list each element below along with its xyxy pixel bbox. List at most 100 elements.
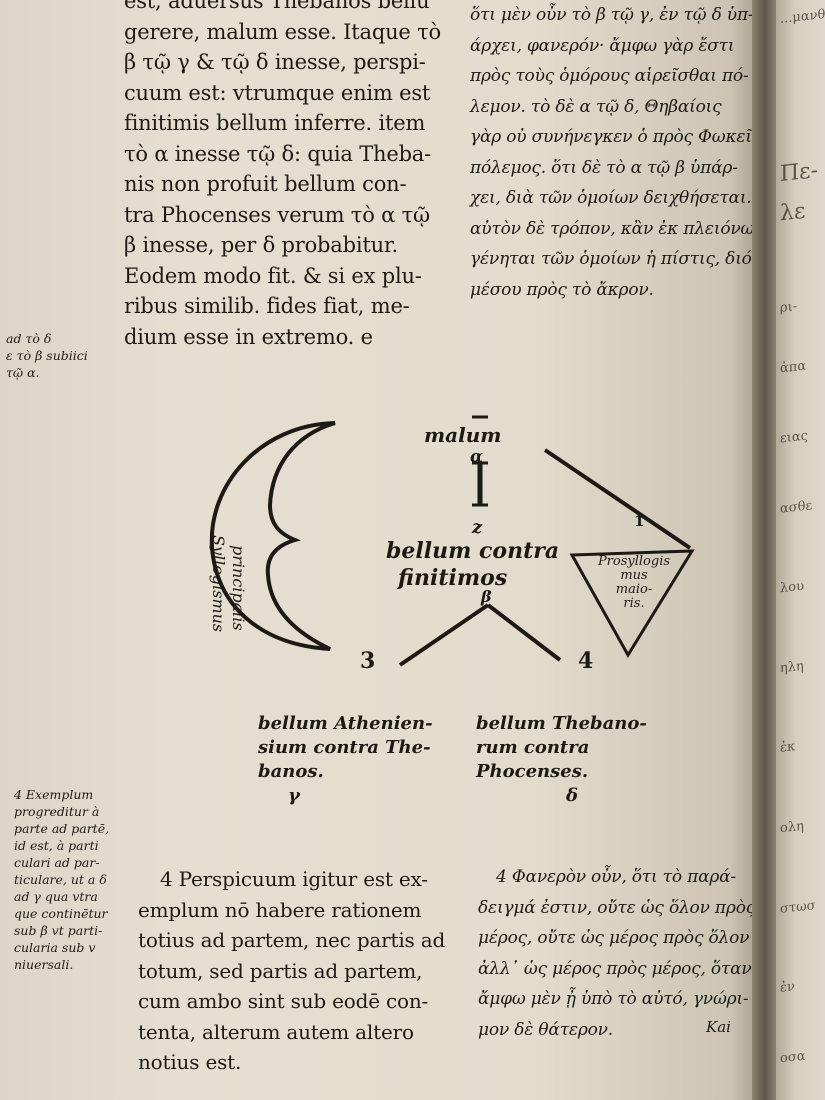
text-line: μέρος, οὔτε ὡς μέρος πρὸς ὅλον: [478, 928, 750, 948]
margin-note-top: ad τὸ δ ε τὸ β subiici τῷ α.: [6, 330, 88, 381]
text-line: 4 Exemplum: [14, 787, 94, 802]
text-line: sub β vt parti-: [14, 923, 103, 938]
text-line: οσα: [780, 1048, 806, 1067]
label-center-1: bellum contra: [386, 538, 560, 564]
catchword: Kai: [706, 1018, 731, 1036]
text-line: Phocenses.: [476, 761, 589, 782]
greek-text-bottom: 4 Φανερὸν οὖν, ὅτι τὸ παρά- δειγμά ἐστιν…: [478, 862, 755, 1045]
label-malum: malum: [424, 423, 502, 447]
label-triangle-num: 1: [634, 512, 645, 530]
text-line: totius ad partem, nec partis ad: [138, 928, 446, 952]
label-num-3: 3: [360, 648, 376, 674]
latin-text-top: est, aduersus Thebanos bellū gerere, mal…: [124, 0, 441, 352]
text-line: Πε-: [780, 158, 819, 187]
wedge-right: [486, 603, 562, 662]
text-line: notius est.: [138, 1050, 242, 1074]
text-line: tenta, alterum autem altero: [138, 1019, 414, 1044]
crescent-line-1: Syllogismus: [209, 535, 228, 633]
diagram-lines: [209, 415, 695, 667]
text-line: ἐν: [780, 979, 795, 996]
text-line: gerere, malum esse. Itaque τὸ: [124, 19, 441, 44]
text-line: αὐτὸν δὲ τρόπον, κἂν ἐκ πλειόνων: [470, 218, 765, 239]
text-line: niuersali.: [14, 957, 74, 972]
text-line: λου: [780, 578, 804, 597]
text-line: μον δὲ θάτερον.: [478, 1019, 613, 1040]
text-line: parte ad partē,: [14, 821, 110, 836]
book-page-right-edge: ...μανθάνω Πε- λε ρι- ἀπα ειας ασθε λου …: [776, 0, 825, 1100]
label-num-4: 4: [578, 648, 594, 674]
diagonal-line: [543, 448, 692, 550]
text-line: tra Phocenses verum τὸ α τῷ: [124, 202, 430, 227]
crescent-line-2: principalis: [229, 545, 248, 631]
text-line: bellum Thebano-: [476, 713, 647, 734]
triangle-line: mus: [620, 568, 648, 583]
text-line: cuum est: vtrumque enim est: [124, 80, 431, 105]
text-line: τὸ α inesse τῷ δ: quia Theba-: [124, 141, 432, 166]
text-line: άρχει, φανερόν· ἄμφω γὰρ ἔστι: [470, 35, 735, 56]
text-line: totum, sed partis ad partem,: [138, 958, 423, 983]
text-line: ...μανθάνω: [780, 4, 825, 27]
text-line: ἀλλ᾽ ὡς μέρος πρὸς μέρος, ὅταν: [478, 958, 752, 979]
crescent-shape: [209, 421, 336, 651]
text-line: ηλη: [780, 658, 804, 677]
text-line: ticulare, ut a δ: [14, 872, 107, 887]
text-line: γὰρ οὐ συνήνεγκεν ὁ πρὸς Φωκεῖς: [470, 127, 762, 147]
text-line: cularia sub v: [14, 940, 96, 955]
book-gutter: [752, 0, 780, 1100]
text-line: culari ad par-: [14, 855, 100, 870]
text-line: μέσου πρὸς τὸ ἄκρον.: [470, 279, 654, 300]
text-line: sium contra The-: [258, 737, 431, 758]
label-center-2: finitimos: [398, 565, 508, 591]
text-line: 4 Perspicuum igitur est ex-: [160, 867, 428, 891]
text-line: dium esse in extremo. e: [124, 324, 373, 349]
text-line: ὅτι μὲν οὖν τὸ β τῷ γ, ἐν τῷ δ ὑπ-: [470, 5, 754, 25]
triangle-line: Prosyllogis: [597, 554, 671, 569]
text-line: progreditur à: [14, 804, 100, 819]
text-line: ad τὸ δ: [6, 331, 52, 346]
crescent-text: Syllogismus principalis: [209, 471, 270, 632]
text-line: β inesse, per δ probabitur.: [124, 233, 398, 257]
triangle-text: Prosyllogis mus maio- ris.: [584, 555, 684, 611]
text-line: rum contra: [476, 737, 590, 758]
label-alpha: α: [470, 447, 484, 467]
text-line: ρι-: [780, 299, 798, 316]
text-line: ολη: [780, 818, 804, 837]
text-line: bellum Athenien-: [258, 713, 433, 734]
text-line: Eodem modo fit. & si ex plu-: [124, 263, 422, 288]
text-line: banos.: [258, 761, 324, 782]
text-line: ειας: [780, 428, 808, 447]
text-line: β τῷ γ & τῷ δ inesse, perspi-: [124, 50, 426, 74]
caption-athenians: bellum Athenien- sium contra The- banos.…: [258, 712, 433, 808]
text-line: δειγμά ἐστιν, οὔτε ὡς ὅλον πρὸς: [478, 897, 756, 918]
text-line: λε: [780, 198, 806, 227]
label-beta: β: [481, 587, 492, 606]
text-line: nis non profuit bellum con-: [124, 172, 407, 196]
text-line: δ: [566, 785, 579, 806]
text-line: χει, διὰ τῶν ὁμοίων δειχθήσεται.: [470, 188, 752, 208]
wedge-left: [398, 603, 490, 667]
text-line: est, aduersus Thebanos bellū: [124, 0, 430, 13]
text-line: λεμον. τὸ δὲ α τῷ δ, Θηβαίοις: [470, 96, 722, 117]
text-line: ἐκ: [780, 739, 796, 756]
text-line: πρὸς τοὺς ὁμόρους αἱρεῖσθαι πό-: [470, 66, 749, 86]
text-line: γένηται τῶν ὁμοίων ἡ πίστις, διότι τὸ: [470, 249, 792, 269]
latin-text-bottom: 4 Perspicuum igitur est ex- emplum nō ha…: [138, 864, 445, 1078]
book-page-left: est, aduersus Thebanos bellū gerere, mal…: [0, 0, 792, 1100]
text-line: ἄμφω μὲν ᾖ ὑπὸ τὸ αὐτό, γνώρι-: [478, 989, 749, 1009]
text-line: ἀπα: [780, 358, 807, 377]
text-line: γ: [288, 785, 300, 806]
triangle-line: ris.: [623, 596, 645, 611]
text-line: πόλεμος. ὅτι δὲ τὸ α τῷ β ὑπάρ-: [470, 157, 738, 178]
triangle-line: maio-: [615, 582, 653, 597]
text-line: ribus similib. fides fiat, me-: [124, 294, 410, 318]
text-line: emplum nō habere rationem: [138, 897, 422, 922]
triangle-shape: [569, 549, 695, 658]
syllogism-diagram: malum α z bellum contra finitimos β 3 4 …: [200, 405, 720, 695]
text-line: 4 Φανερὸν οὖν, ὅτι τὸ παρά-: [496, 867, 736, 887]
caption-thebans: bellum Thebano- rum contra Phocenses. δ: [476, 712, 647, 808]
text-line: τῷ α.: [6, 365, 40, 380]
margin-note-bottom: 4 Exemplum progreditur à parte ad partē,…: [14, 786, 109, 973]
label-zeta: z: [472, 517, 483, 538]
text-line: στωσ: [780, 898, 816, 917]
text-line: que continētur: [14, 906, 108, 921]
